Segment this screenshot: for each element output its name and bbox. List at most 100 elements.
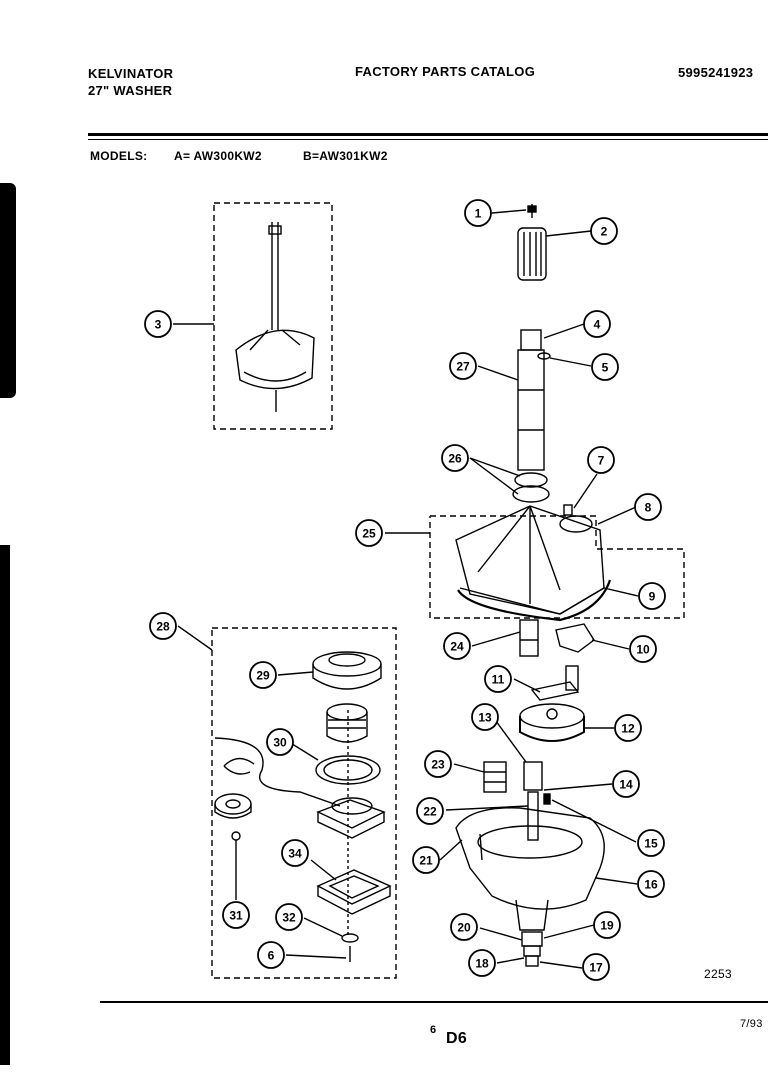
- figure-number: 2253: [704, 967, 732, 981]
- part-main-gear: [519, 703, 585, 742]
- callout-11: 11: [484, 665, 512, 693]
- callout-32: 32: [275, 903, 303, 931]
- section-code: D6: [446, 1030, 468, 1047]
- callout-label: 25: [362, 527, 376, 541]
- header-rule-thick: [88, 133, 768, 136]
- part-bottom-bearing-stack: [521, 931, 543, 967]
- callout-circle: [355, 519, 383, 547]
- part-spin-tube: [523, 761, 551, 841]
- callout-label: 6: [268, 949, 275, 963]
- callout-16: 16: [637, 870, 665, 898]
- callout-30: 30: [266, 728, 294, 756]
- callout-label: 10: [636, 643, 650, 657]
- callout-label: 22: [423, 805, 437, 819]
- callout-9: 9: [638, 582, 666, 610]
- part-screw-top: [527, 204, 537, 218]
- callout-label: 8: [645, 501, 652, 515]
- callout-34: 34: [281, 839, 309, 867]
- callout-label: 24: [450, 640, 464, 654]
- part-spring-seal: [326, 703, 368, 743]
- callout-label: 16: [644, 878, 658, 892]
- callout-23: 23: [424, 750, 452, 778]
- model-a: A= AW300KW2: [174, 149, 262, 163]
- callout-label: 29: [256, 669, 270, 683]
- group-box-seal-kit: [211, 627, 397, 979]
- callout-label: 12: [621, 722, 635, 736]
- callout-label: 27: [456, 360, 470, 374]
- callout-circle: [637, 870, 665, 898]
- part-agitator-shaft: [512, 329, 551, 503]
- callout-1: 1: [464, 199, 492, 227]
- callout-circle: [275, 903, 303, 931]
- callout-circle: [266, 728, 294, 756]
- callout-circle: [629, 635, 657, 663]
- callout-circle: [587, 446, 615, 474]
- catalog-number: 5995241923: [678, 65, 754, 80]
- callout-label: 34: [288, 847, 302, 861]
- revision-date: 7/93: [740, 1018, 763, 1030]
- callout-label: 21: [419, 854, 433, 868]
- callout-4: 4: [583, 310, 611, 338]
- callout-circle: [222, 901, 250, 929]
- part-gasket: [457, 579, 612, 622]
- callout-label: 19: [600, 919, 614, 933]
- part-pinion-gear: [483, 761, 507, 793]
- callout-26: 26: [441, 444, 469, 472]
- callout-2: 2: [590, 217, 618, 245]
- callout-circle: [449, 352, 477, 380]
- callout-circle: [582, 953, 610, 981]
- callout-circle: [441, 444, 469, 472]
- callout-circle: [464, 199, 492, 227]
- callout-3: 3: [144, 310, 172, 338]
- callout-label: 2: [601, 225, 608, 239]
- callout-25: 25: [355, 519, 383, 547]
- part-square-gasket: [316, 869, 392, 915]
- callout-5: 5: [591, 353, 619, 381]
- callout-label: 17: [589, 961, 603, 975]
- callout-14: 14: [612, 770, 640, 798]
- callout-21: 21: [412, 846, 440, 874]
- callout-circle: [412, 846, 440, 874]
- page-number: 6: [430, 1024, 437, 1036]
- callout-circle: [590, 217, 618, 245]
- models-label: MODELS:: [90, 149, 148, 163]
- callout-circle: [591, 353, 619, 381]
- callout-22: 22: [416, 797, 444, 825]
- callout-circle: [144, 310, 172, 338]
- callout-circle: [281, 839, 309, 867]
- callout-label: 9: [649, 590, 656, 604]
- callout-circle: [424, 750, 452, 778]
- callout-8: 8: [634, 493, 662, 521]
- part-agitator-coupling: [517, 227, 547, 281]
- callout-label: 23: [431, 758, 445, 772]
- callout-circle: [612, 770, 640, 798]
- callout-circle: [468, 949, 496, 977]
- callout-13: 13: [471, 703, 499, 731]
- callout-circle: [471, 703, 499, 731]
- part-transmission-assembly: [235, 222, 315, 412]
- callout-circle: [416, 797, 444, 825]
- scan-edge-shadow-bottom: [0, 545, 10, 1065]
- callout-circle: [583, 310, 611, 338]
- callout-circle: [637, 829, 665, 857]
- callout-circle: [149, 612, 177, 640]
- part-bearing: [214, 793, 252, 819]
- callout-label: 18: [475, 957, 489, 971]
- callout-6: 6: [257, 941, 285, 969]
- callout-19: 19: [593, 911, 621, 939]
- part-crank-arm: [530, 665, 580, 701]
- catalog-title: FACTORY PARTS CATALOG: [355, 64, 536, 79]
- callout-circle: [484, 665, 512, 693]
- callout-label: 15: [644, 837, 658, 851]
- subgroup-arc: [214, 737, 341, 807]
- callout-circle: [614, 714, 642, 742]
- model-b: B=AW301KW2: [303, 149, 388, 163]
- callout-24: 24: [443, 632, 471, 660]
- brand-name: KELVINATOR: [88, 66, 174, 81]
- callout-20: 20: [450, 913, 478, 941]
- callout-circle: [638, 582, 666, 610]
- callout-label: 26: [448, 452, 462, 466]
- part-washer: [341, 933, 359, 943]
